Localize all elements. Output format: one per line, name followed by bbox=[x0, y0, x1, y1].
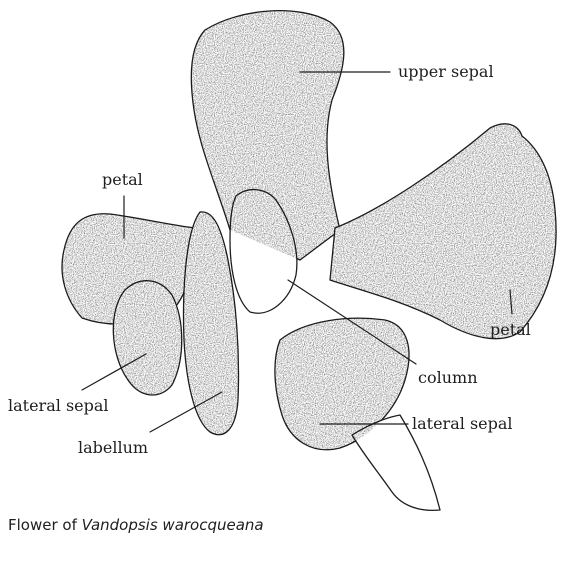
label-lateral-sepal-right: lateral sepal bbox=[412, 416, 513, 432]
label-petal-right: petal bbox=[490, 322, 531, 338]
label-column: column bbox=[418, 370, 478, 386]
label-upper-sepal: upper sepal bbox=[398, 64, 494, 80]
label-labellum: labellum bbox=[78, 440, 148, 456]
label-petal-left: petal bbox=[102, 172, 143, 188]
label-lateral-sepal-left: lateral sepal bbox=[8, 398, 109, 414]
caption-species: Vandopsis warocqueana bbox=[82, 516, 264, 534]
figure-caption: Flower of Vandopsis warocqueana bbox=[8, 518, 264, 533]
caption-prefix: Flower of bbox=[8, 516, 82, 534]
